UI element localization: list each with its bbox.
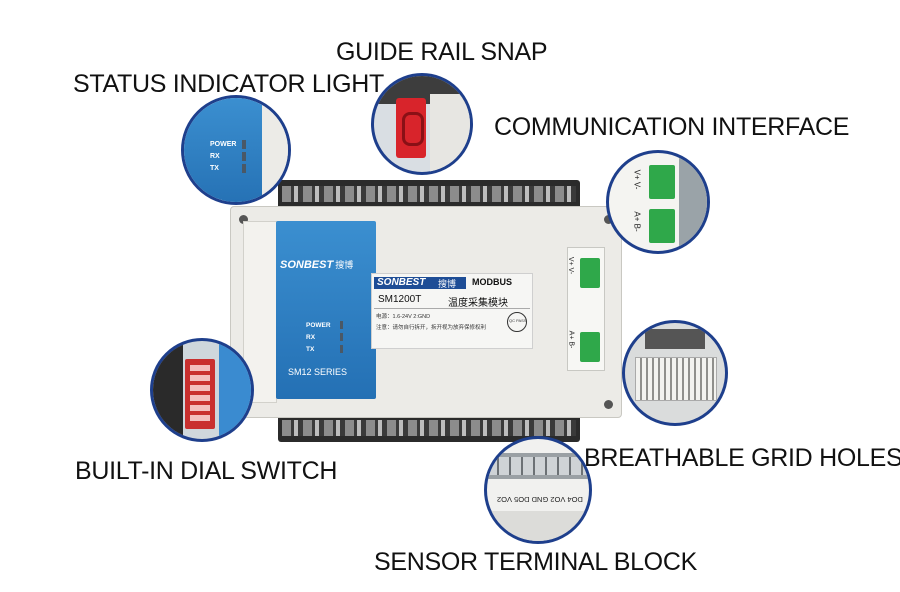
led-tx-indicator bbox=[340, 345, 343, 353]
callout-status-indicator-light: STATUS INDICATOR LIGHT bbox=[73, 70, 385, 98]
zoom-comm-label-vv: V+ V- bbox=[632, 169, 642, 190]
led-rx-indicator bbox=[340, 333, 343, 341]
product-label: SONBEST 搜博 MODBUS SM1200T 温度采集模块 电源：1.6-… bbox=[371, 273, 533, 349]
qc-pass-seal: QC PASS bbox=[507, 312, 527, 332]
mount-hole-br bbox=[604, 400, 613, 409]
callout-communication-interface: COMMUNICATION INTERFACE bbox=[494, 113, 850, 141]
zoom-status-indicator: POWER RX TX bbox=[181, 95, 291, 205]
comm-terminal-label-ab: A+ B- bbox=[567, 330, 575, 349]
callout-sensor-terminal-block: SENSOR TERMINAL BLOCK bbox=[374, 548, 697, 576]
label-brand: SONBEST bbox=[377, 277, 426, 288]
top-terminal-strip bbox=[278, 180, 580, 210]
callout-guide-rail-snap: GUIDE RAIL SNAP bbox=[336, 38, 548, 66]
label-power-spec: 电源：1.6-24V 2:GND bbox=[376, 314, 431, 320]
zoom-communication-interface: V+ V- A+ B- bbox=[606, 150, 710, 254]
led-label-tx: TX bbox=[306, 345, 315, 353]
panel-brand: SONBEST bbox=[280, 259, 334, 271]
label-brand-cn: 搜博 bbox=[438, 279, 457, 289]
label-protocol: MODBUS bbox=[472, 277, 512, 287]
zoom-breathable-grid bbox=[622, 320, 728, 426]
dial-switch-block bbox=[185, 359, 215, 429]
label-note: 注意：请勿自行拆开，拆开视为放弃保修权利 bbox=[376, 325, 487, 331]
led-list: POWER RX TX bbox=[306, 319, 343, 355]
zoom-comm-label-ab: A+ B- bbox=[632, 211, 642, 232]
comm-terminal-label-vv: V+ V- bbox=[567, 256, 575, 275]
zoom-guide-rail-snap bbox=[371, 73, 473, 175]
mount-hole-tl bbox=[239, 215, 248, 224]
green-connector-top bbox=[580, 258, 600, 288]
panel-series: SM12 SERIES bbox=[288, 367, 348, 377]
callout-built-in-dial-switch: BUILT-IN DIAL SWITCH bbox=[75, 457, 338, 485]
zoom-led-tx: TX bbox=[210, 164, 219, 172]
zoom-sensor-terminal-block: DO4 VO2 GND DO5 VO2 bbox=[484, 436, 592, 544]
zoom-led-power: POWER bbox=[210, 140, 237, 148]
green-connector-bottom bbox=[580, 332, 600, 362]
zoom-terminal-strip-labels: DO4 VO2 GND DO5 VO2 bbox=[497, 495, 583, 504]
panel-brand-cn: 搜博 bbox=[335, 260, 354, 270]
callout-breathable-grid-holes: BREATHABLE GRID HOLES bbox=[584, 444, 900, 472]
label-model-cn: 温度采集模块 bbox=[448, 298, 508, 309]
side-cover bbox=[243, 221, 277, 403]
rail-snap-red bbox=[396, 98, 426, 158]
comm-terminal-area: V+ V- A+ B- bbox=[567, 247, 605, 371]
zoom-led-rx: RX bbox=[210, 152, 220, 160]
led-label-rx: RX bbox=[306, 333, 316, 341]
led-label-power: POWER bbox=[306, 321, 331, 329]
led-power-indicator bbox=[340, 321, 343, 329]
zoom-dial-switch bbox=[150, 338, 254, 442]
vent-grid bbox=[635, 357, 717, 401]
label-model: SM1200T bbox=[378, 294, 422, 305]
